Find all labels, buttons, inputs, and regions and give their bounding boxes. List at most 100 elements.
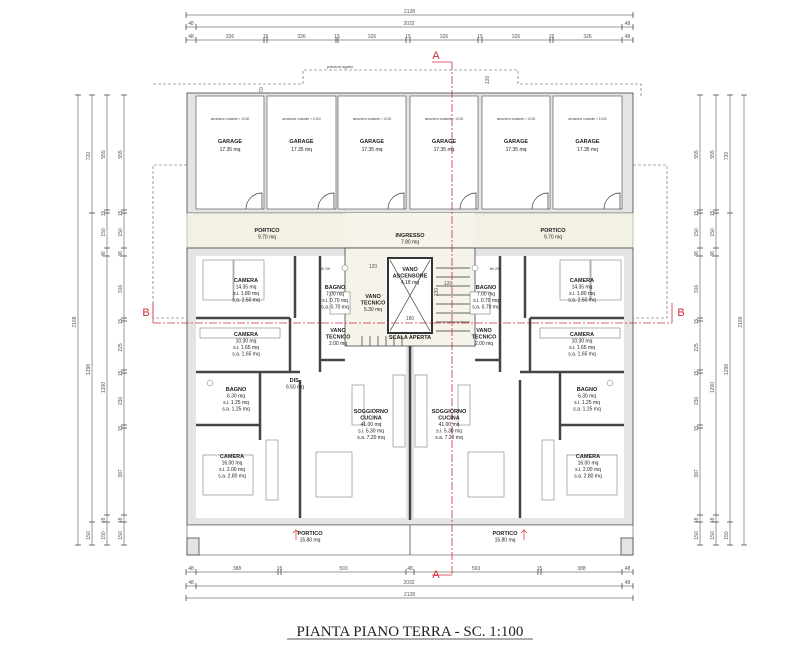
furniture-item bbox=[329, 291, 351, 315]
stair-dimension: 230 bbox=[434, 288, 440, 297]
portico-bottom-right-name: PORTICO bbox=[492, 531, 518, 537]
dimension-value: 48 bbox=[710, 518, 716, 524]
dimension-value: 720 bbox=[724, 152, 730, 161]
bagno1-right-name: BAGNO bbox=[476, 285, 497, 291]
stair-dimension: 120 bbox=[369, 264, 378, 270]
bagno1-left-sa: s.a. 0.70 mq bbox=[321, 305, 349, 311]
mb-label: Mb 200 bbox=[490, 267, 501, 271]
portico-right-name: PORTICO bbox=[540, 228, 566, 234]
dimension-value: 230 bbox=[694, 397, 700, 406]
bagno1-right-si: s.i. 0.70 mq bbox=[473, 298, 499, 304]
camera1-right-sa: s.a. 2.50 mq bbox=[568, 298, 596, 304]
stairs bbox=[361, 267, 470, 346]
side-projection-right bbox=[633, 164, 668, 319]
dimension-value: 388 bbox=[577, 566, 586, 572]
dimension-value: 15 bbox=[101, 211, 107, 217]
furniture-item bbox=[315, 451, 353, 498]
dimension-value: 48 bbox=[625, 566, 631, 572]
dimension-value: 388 bbox=[233, 566, 242, 572]
vano-tecnico-small-right-name1: VANO bbox=[476, 328, 492, 334]
garage-area: 17.35 mq bbox=[291, 147, 312, 153]
camera2-left-si: s.i. 1.65 mq bbox=[233, 345, 259, 351]
dimension-value: 48 bbox=[407, 566, 413, 572]
dimension-value: 326 bbox=[226, 34, 235, 40]
mb-label: Mb 200 bbox=[320, 267, 331, 271]
garage-area: 17.35 mq bbox=[577, 147, 598, 153]
vano-tecnico-small-right-name2: TECNICO bbox=[472, 335, 497, 341]
furniture-item bbox=[566, 454, 618, 496]
ventilation-note: aerazione costante > 1/100 bbox=[282, 117, 321, 121]
pillar-left bbox=[186, 537, 200, 556]
interior-walls bbox=[196, 256, 624, 520]
dimension-value: 225 bbox=[118, 343, 124, 352]
bagno2-right-name: BAGNO bbox=[577, 387, 598, 393]
dimension-value: 1298 bbox=[86, 364, 92, 375]
dimension-value: 326 bbox=[583, 34, 592, 40]
bagno1-right-sa: s.a. 0.70 mq bbox=[472, 305, 500, 311]
camera3-right-sa: s.a. 2.80 mq bbox=[574, 474, 602, 480]
dimension-value: 15 bbox=[694, 371, 700, 377]
dimension-value: 48 bbox=[694, 518, 700, 524]
vano-tecnico-small-left-area: 2.00 mq bbox=[329, 341, 347, 347]
camera2-right-name: CAMERA bbox=[570, 332, 594, 338]
garage bbox=[409, 95, 479, 210]
dimension-value: 225 bbox=[694, 343, 700, 352]
dimension-value: 2032 bbox=[403, 580, 414, 586]
bagno1-left-si: s.i. 0.70 mq bbox=[322, 298, 348, 304]
dimension-value: 150 bbox=[86, 531, 92, 540]
bagno2-right-si: s.i. 1.25 mq bbox=[574, 400, 600, 406]
dimension-value: 1200 bbox=[710, 382, 716, 393]
furniture-item bbox=[414, 374, 428, 448]
pillar-right bbox=[620, 537, 634, 556]
camera2-right-area: 10.30 mq bbox=[572, 339, 593, 345]
dimension-value: 316 bbox=[118, 285, 124, 294]
dimension-value: 48 bbox=[188, 34, 194, 40]
overhang-label: proiezione aggetto bbox=[327, 65, 353, 69]
dimension-value: 48 bbox=[101, 518, 107, 524]
stair-dimension: 120 bbox=[444, 281, 453, 287]
garage-name: GARAGE bbox=[360, 139, 384, 145]
side-projection-left bbox=[152, 164, 187, 319]
camera2-right-sa: s.a. 1.65 mq bbox=[568, 352, 596, 358]
dimension-value: 2128 bbox=[404, 9, 415, 15]
dimension-value: 150 bbox=[118, 228, 124, 237]
vano-tecnico-name1: VANO bbox=[365, 294, 381, 300]
camera2-left-sa: s.a. 1.65 mq bbox=[232, 352, 260, 358]
camera1-right-name: CAMERA bbox=[570, 278, 594, 284]
dimension-value: 387 bbox=[118, 469, 124, 478]
dimension-value: 150 bbox=[710, 228, 716, 237]
dimension-value: 15 bbox=[118, 371, 124, 377]
camera3-left-name: CAMERA bbox=[220, 454, 244, 460]
garage-name: GARAGE bbox=[289, 139, 313, 145]
ingresso-area: 7.80 mq bbox=[401, 240, 419, 246]
door-swing bbox=[245, 192, 263, 210]
furniture-item bbox=[467, 451, 505, 498]
section-mark-a-top: A bbox=[432, 50, 440, 62]
dimension-value: 150 bbox=[694, 228, 700, 237]
camera3-right-name: CAMERA bbox=[576, 454, 600, 460]
furniture-item bbox=[457, 384, 471, 426]
furniture-item bbox=[233, 259, 265, 301]
ingresso-name: INGRESSO bbox=[395, 233, 425, 239]
dimension-value: 1298 bbox=[724, 364, 730, 375]
elevator-cross bbox=[389, 259, 431, 332]
dimension-value: 150 bbox=[694, 531, 700, 540]
sink-icon bbox=[206, 379, 214, 387]
dimension-value: 48 bbox=[710, 251, 716, 257]
ventilation-note: aerazione costante > 1/100 bbox=[211, 117, 250, 121]
furniture-item bbox=[392, 374, 406, 448]
camera3-left-sa: s.a. 2.80 mq bbox=[218, 474, 246, 480]
dimension-value: 230 bbox=[118, 397, 124, 406]
dimension-value: 593 bbox=[472, 566, 481, 572]
bagno2-left-area: 6.30 mq bbox=[227, 394, 245, 400]
section-mark-b-right: B bbox=[677, 307, 684, 319]
portico-left-name: PORTICO bbox=[254, 228, 280, 234]
bagno2-left-si: s.i. 1.25 mq bbox=[223, 400, 249, 406]
camera1-left-area: 14.35 mq bbox=[236, 285, 257, 291]
camera3-right-area: 16.00 mq bbox=[578, 461, 599, 467]
dimension-value: 150 bbox=[118, 531, 124, 540]
dimension-value: 316 bbox=[694, 285, 700, 294]
dimension-value: 15 bbox=[549, 34, 555, 40]
furniture-item bbox=[265, 439, 279, 501]
